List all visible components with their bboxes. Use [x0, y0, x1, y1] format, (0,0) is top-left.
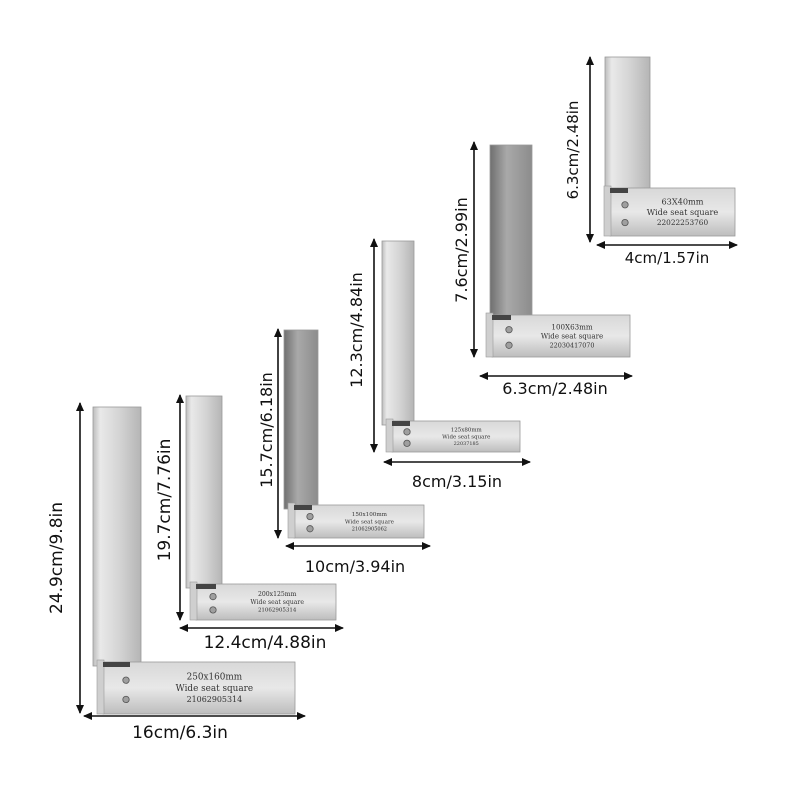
square-corner-block: [392, 421, 410, 426]
stamp-name: Wide seat square: [176, 684, 253, 694]
stamp-serial: 22030417070: [550, 341, 595, 349]
rivet-icon: [505, 341, 513, 349]
stamp-size: 150x100mm: [352, 512, 388, 518]
width-label: 4cm/1.57in: [625, 249, 710, 267]
stamp-serial: 21062905062: [352, 526, 387, 532]
square-base: [293, 504, 425, 539]
rivet-icon: [209, 606, 217, 614]
height-label: 7.6cm/2.99in: [452, 197, 471, 302]
square-base: [391, 420, 521, 453]
rivet-icon: [122, 676, 130, 684]
square-blade: [185, 395, 223, 589]
square-blade: [283, 329, 319, 510]
square-base-edge: [189, 581, 198, 621]
stamp-serial: 21062905314: [187, 695, 243, 704]
rivet-icon: [621, 201, 629, 209]
width-label: 6.3cm/2.48in: [502, 379, 607, 398]
rivet-icon: [306, 525, 314, 533]
width-label: 10cm/3.94in: [305, 557, 405, 576]
stamp-size: 250x160mm: [187, 673, 243, 683]
square-base-edge: [603, 185, 612, 237]
square-corner-block: [103, 662, 130, 667]
stamp-serial: 21062905314: [258, 608, 297, 614]
square-corner-block: [294, 505, 312, 510]
stamp-size: 200x125mm: [258, 591, 297, 598]
height-label: 24.9cm/9.8in: [47, 502, 67, 614]
stamp-name: Wide seat square: [250, 599, 304, 606]
rivet-icon: [209, 592, 217, 601]
stamp-name: Wide seat square: [442, 434, 490, 440]
square-corner-block: [610, 188, 628, 193]
width-label: 8cm/3.15in: [412, 472, 502, 491]
height-label: 6.3cm/2.48in: [564, 101, 582, 200]
square-base-edge: [96, 659, 105, 715]
square-blade: [604, 56, 651, 195]
square-base-edge: [287, 502, 296, 539]
square-corner-block: [196, 584, 216, 589]
width-label: 16cm/6.3in: [132, 723, 228, 743]
height-label: 19.7cm/7.76in: [155, 439, 175, 562]
stamp-size: 125x80mm: [451, 428, 483, 434]
rivet-icon: [621, 218, 629, 227]
square-base: [102, 661, 296, 715]
stamp-name: Wide seat square: [541, 332, 603, 341]
square-base-edge: [385, 418, 394, 453]
rivet-icon: [122, 695, 130, 704]
rivet-icon: [505, 326, 513, 334]
stamp-serial: 22022253760: [657, 218, 709, 227]
stamp-name: Wide seat square: [345, 519, 395, 525]
square-base: [609, 187, 736, 237]
rivet-icon: [403, 439, 411, 447]
stamp-size: 63X40mm: [661, 196, 703, 206]
square-base: [491, 314, 631, 358]
stamp-size: 100X63mm: [551, 322, 592, 331]
width-label: 12.4cm/4.88in: [204, 633, 327, 653]
height-label: 15.7cm/6.18in: [257, 372, 276, 488]
square-blade: [489, 144, 533, 320]
stamp-name: Wide seat square: [647, 207, 719, 217]
height-label: 12.3cm/4.84in: [347, 272, 366, 388]
square-corner-block: [492, 315, 511, 320]
square-base-edge: [485, 312, 494, 358]
rivet-icon: [306, 512, 314, 521]
square-blade: [381, 240, 415, 426]
rivet-icon: [403, 428, 411, 436]
square-blade: [92, 406, 142, 667]
stamp-serial: 22037185: [454, 441, 479, 447]
